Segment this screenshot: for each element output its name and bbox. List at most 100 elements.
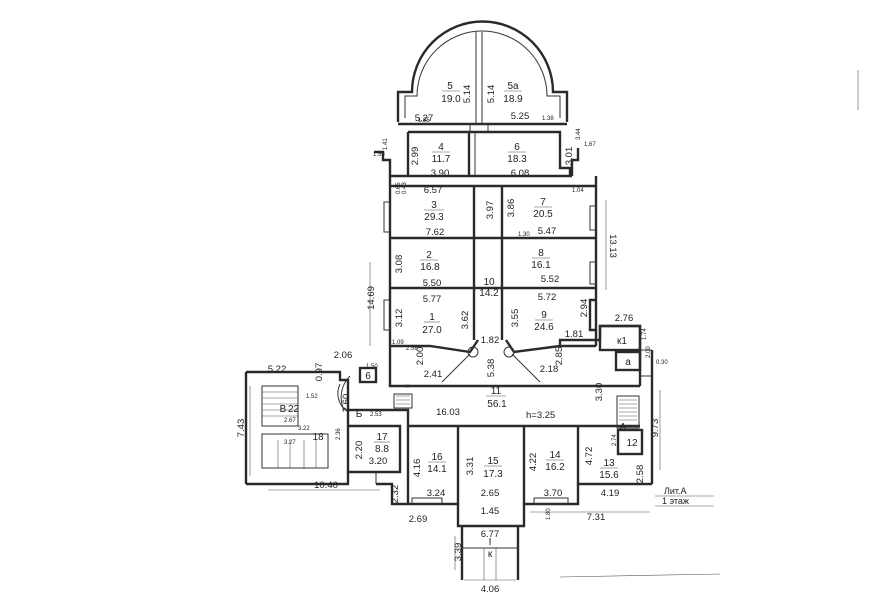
small-dim: 0.65 (396, 182, 402, 194)
small-dim: 1.67 (584, 142, 596, 148)
dim-label: 4.22 (528, 453, 539, 472)
room-number: 9 (541, 310, 547, 321)
dim-label: 5.47 (538, 226, 557, 237)
dim-label: 16.03 (436, 407, 460, 418)
dim-label: 5.52 (541, 274, 560, 285)
walls (244, 20, 654, 580)
room-area: 8.8 (375, 444, 389, 455)
label-k: к (488, 549, 493, 560)
dim-label: 6.08 (511, 168, 530, 179)
room-number: 13 (603, 458, 615, 469)
dim-label: 14.69 (366, 286, 377, 310)
room-labels: 5 19.0 5а 18.9 4 11.7 6 18.3 3 29.3 7 20… (280, 81, 638, 560)
small-dim: 2.53 (370, 412, 382, 418)
small-dim: 1.04 (572, 188, 584, 194)
room-10: 10 14.2 (479, 277, 499, 299)
room-area: 20.5 (533, 209, 553, 220)
room-number: 3 (431, 200, 437, 211)
small-dim: 1.59 (373, 152, 385, 158)
dim-label: 2.76 (615, 313, 634, 324)
dimension-texts: 5.27 5.25 5.14 5.14 2.99 3.01 3.90 6.08 … (236, 85, 661, 595)
dim-label: 3.55 (510, 309, 521, 328)
small-dim: 2.74 (612, 434, 618, 446)
dim-label: 7.62 (426, 227, 445, 238)
dim-label: 2.00 (415, 347, 426, 366)
room-area: 24.6 (534, 322, 554, 333)
small-dim: 1.50 (366, 364, 378, 370)
small-dim: 2.00 (646, 346, 652, 358)
dim-label: 9.73 (650, 419, 661, 438)
label-6-small: 6 (365, 371, 371, 382)
dim-label: 1.81 (565, 329, 584, 340)
room-number: 6 (514, 142, 520, 153)
small-dim: 1.74 (642, 328, 648, 340)
room-area: 29.3 (424, 212, 444, 223)
dim-label: 5.50 (423, 278, 442, 289)
room-area: 17.3 (483, 469, 503, 480)
small-dim: 3.44 (576, 128, 582, 140)
room-2: 2 16.8 (420, 250, 440, 273)
dim-label: 2.60 (341, 394, 352, 413)
room-area: 56.1 (487, 399, 507, 410)
dim-label: 5.25 (511, 111, 530, 122)
dim-label: 2.85 (554, 347, 565, 366)
room-9: 9 24.6 (534, 310, 554, 333)
dim-label: 10.40 (314, 480, 338, 491)
small-dim: 2.56 (406, 346, 418, 352)
room-8: 8 16.1 (531, 248, 551, 271)
dim-label: 13.13 (607, 234, 618, 258)
dim-label: 4.06 (481, 584, 500, 595)
small-dim: 1.38 (542, 116, 554, 122)
room-16: 16 14.1 (427, 452, 447, 475)
room-area: 11.7 (432, 154, 451, 165)
room-number: 11 (491, 386, 502, 397)
page-edge-bottom (559, 573, 721, 578)
label-V: В (280, 404, 287, 415)
plan-stamp: Лит.А 1 этаж (662, 486, 689, 506)
room-4: 4 11.7 (432, 142, 451, 165)
dim-label: 5.27 (415, 113, 434, 124)
small-dim: 1.30 (518, 232, 530, 238)
dim-label: 2.69 (409, 514, 428, 525)
room-number: 8 (538, 248, 544, 259)
room-number: 2 (426, 250, 432, 261)
dim-label: 6.57 (424, 185, 443, 196)
label-12: 12 (626, 438, 638, 449)
small-dim: 1.85 (418, 118, 430, 124)
label-22: 22 (288, 404, 300, 415)
room-number: 14 (549, 450, 561, 461)
room-area: 16.8 (420, 262, 440, 273)
room-area: 27.0 (422, 325, 442, 336)
dim-label: 0.97 (314, 363, 325, 382)
small-dim: 0.43 (402, 182, 408, 194)
dim-label: 2.99 (410, 147, 421, 166)
room-number: 16 (431, 452, 443, 463)
dim-label: 1.45 (481, 506, 500, 517)
dim-label: 3.01 (564, 147, 575, 166)
dim-label: 3.08 (394, 255, 405, 274)
stamp-floor: 1 этаж (662, 496, 689, 506)
room-1: 1 27.0 (422, 312, 442, 336)
dimension-lines (249, 200, 714, 581)
label-a: а (625, 357, 631, 368)
dim-label: 2.20 (354, 441, 365, 460)
small-dimension-texts: 1.85 1.38 1.59 1.41 1.67 3.44 1.04 0.65 … (284, 116, 668, 520)
dim-label: 3.90 (431, 168, 450, 179)
dim-label: 2.41 (424, 369, 443, 380)
room-number: 10 (483, 277, 495, 288)
dim-label: 3.86 (506, 199, 517, 218)
dim-label: 3.12 (394, 309, 405, 328)
small-dim: 1.80 (546, 508, 552, 520)
dim-label: 4.72 (584, 447, 595, 466)
dim-label: 3.30 (594, 383, 605, 402)
room-17: 17 8.8 (374, 432, 390, 455)
room-area: 18.3 (507, 154, 527, 165)
small-dim: 3.27 (284, 440, 296, 446)
dim-label: 3.20 (369, 456, 388, 467)
room-15: 15 17.3 (483, 456, 503, 480)
room-number: 4 (438, 142, 444, 153)
dim-label: 3.97 (485, 201, 496, 220)
room-13: 13 15.6 (599, 458, 619, 481)
dim-label: 6.77 (481, 529, 500, 540)
